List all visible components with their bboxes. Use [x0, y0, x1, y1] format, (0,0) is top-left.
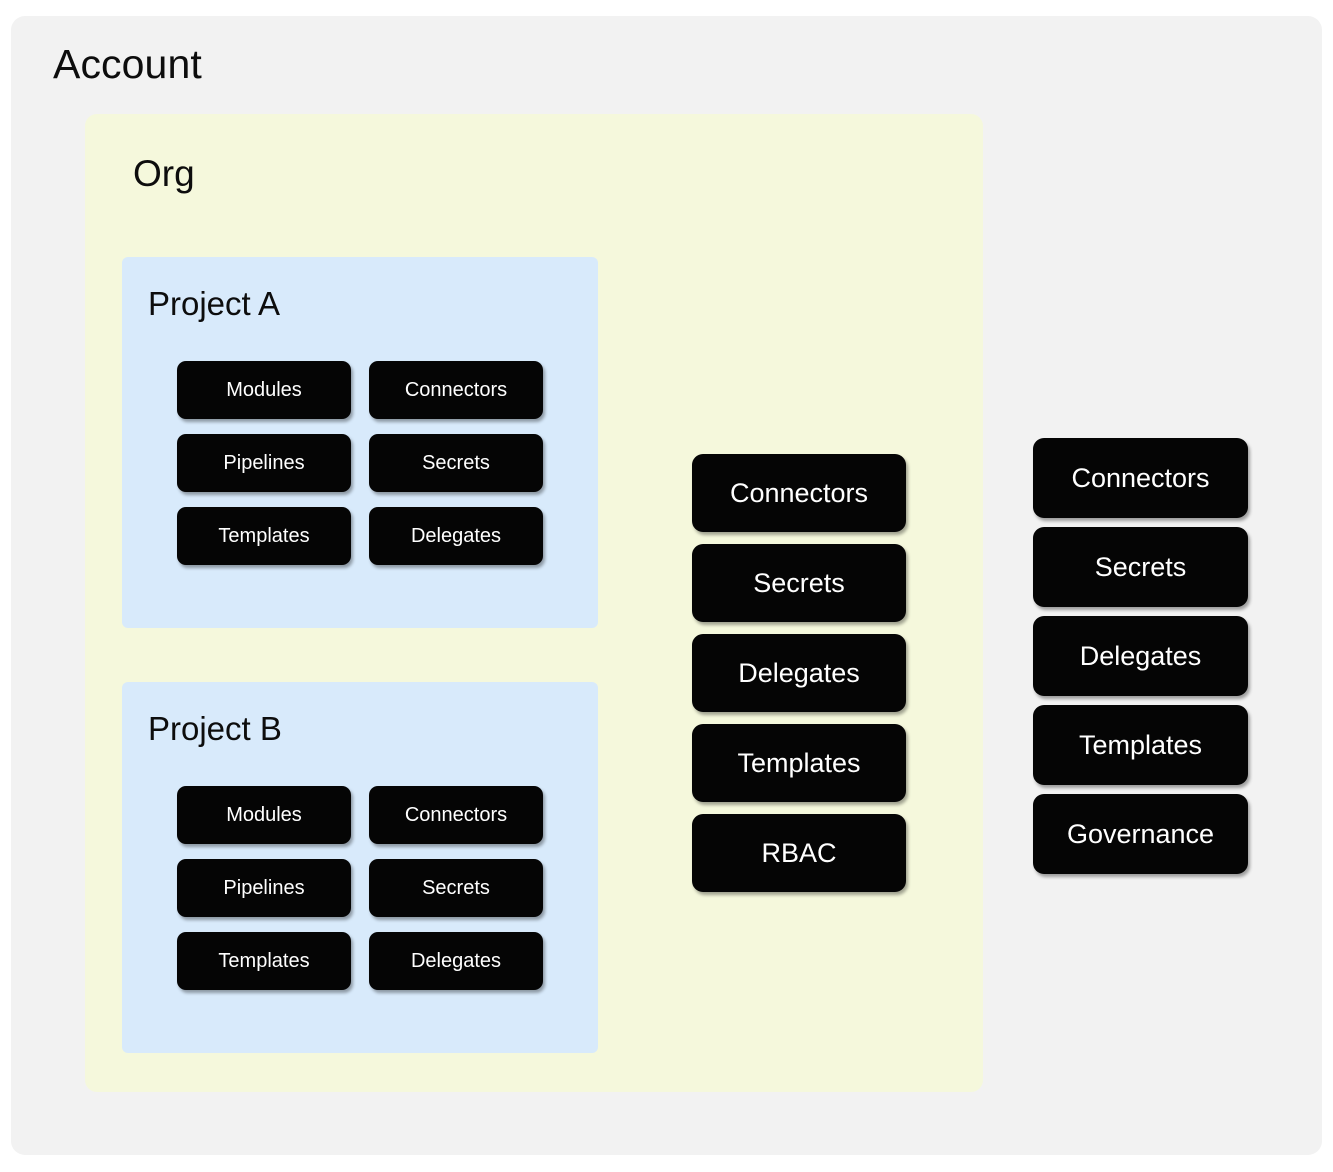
project-resource-chip[interactable]: Delegates [369, 932, 543, 990]
account-scope-title: Account [53, 41, 202, 87]
account-resource-chip[interactable]: Secrets [1033, 527, 1248, 607]
project-resource-chip[interactable]: Connectors [369, 786, 543, 844]
org-scope-title: Org [133, 153, 195, 194]
account-resource-chip[interactable]: Governance [1033, 794, 1248, 874]
project-resource-chip[interactable]: Delegates [369, 507, 543, 565]
project-scope-panel-a: Project A Modules Connectors Pipelines S… [122, 257, 598, 628]
org-resource-chip[interactable]: Secrets [692, 544, 906, 622]
org-resource-chip[interactable]: Delegates [692, 634, 906, 712]
project-scope-panel-b: Project B Modules Connectors Pipelines S… [122, 682, 598, 1053]
account-scope-panel: Account Org Project A Modules Connectors… [11, 16, 1322, 1155]
project-resource-grid-a: Modules Connectors Pipelines Secrets Tem… [177, 361, 543, 565]
org-resource-column: Connectors Secrets Delegates Templates R… [692, 454, 906, 892]
project-resource-chip[interactable]: Pipelines [177, 434, 351, 492]
project-resource-chip[interactable]: Modules [177, 361, 351, 419]
account-resource-chip[interactable]: Delegates [1033, 616, 1248, 696]
project-resource-chip[interactable]: Templates [177, 507, 351, 565]
account-resource-column: Connectors Secrets Delegates Templates G… [1033, 438, 1248, 874]
project-resource-chip[interactable]: Pipelines [177, 859, 351, 917]
account-resource-chip[interactable]: Connectors [1033, 438, 1248, 518]
account-resource-chip[interactable]: Templates [1033, 705, 1248, 785]
project-scope-title-b: Project B [148, 710, 282, 747]
project-resource-chip[interactable]: Secrets [369, 859, 543, 917]
project-scope-title-a: Project A [148, 285, 281, 322]
project-resource-chip[interactable]: Templates [177, 932, 351, 990]
project-resource-chip[interactable]: Secrets [369, 434, 543, 492]
org-resource-chip[interactable]: RBAC [692, 814, 906, 892]
org-scope-panel: Org Project A Modules Connectors Pipelin… [85, 114, 983, 1092]
org-resource-chip[interactable]: Connectors [692, 454, 906, 532]
project-resource-chip[interactable]: Connectors [369, 361, 543, 419]
project-resource-grid-b: Modules Connectors Pipelines Secrets Tem… [177, 786, 543, 990]
org-resource-chip[interactable]: Templates [692, 724, 906, 802]
project-resource-chip[interactable]: Modules [177, 786, 351, 844]
